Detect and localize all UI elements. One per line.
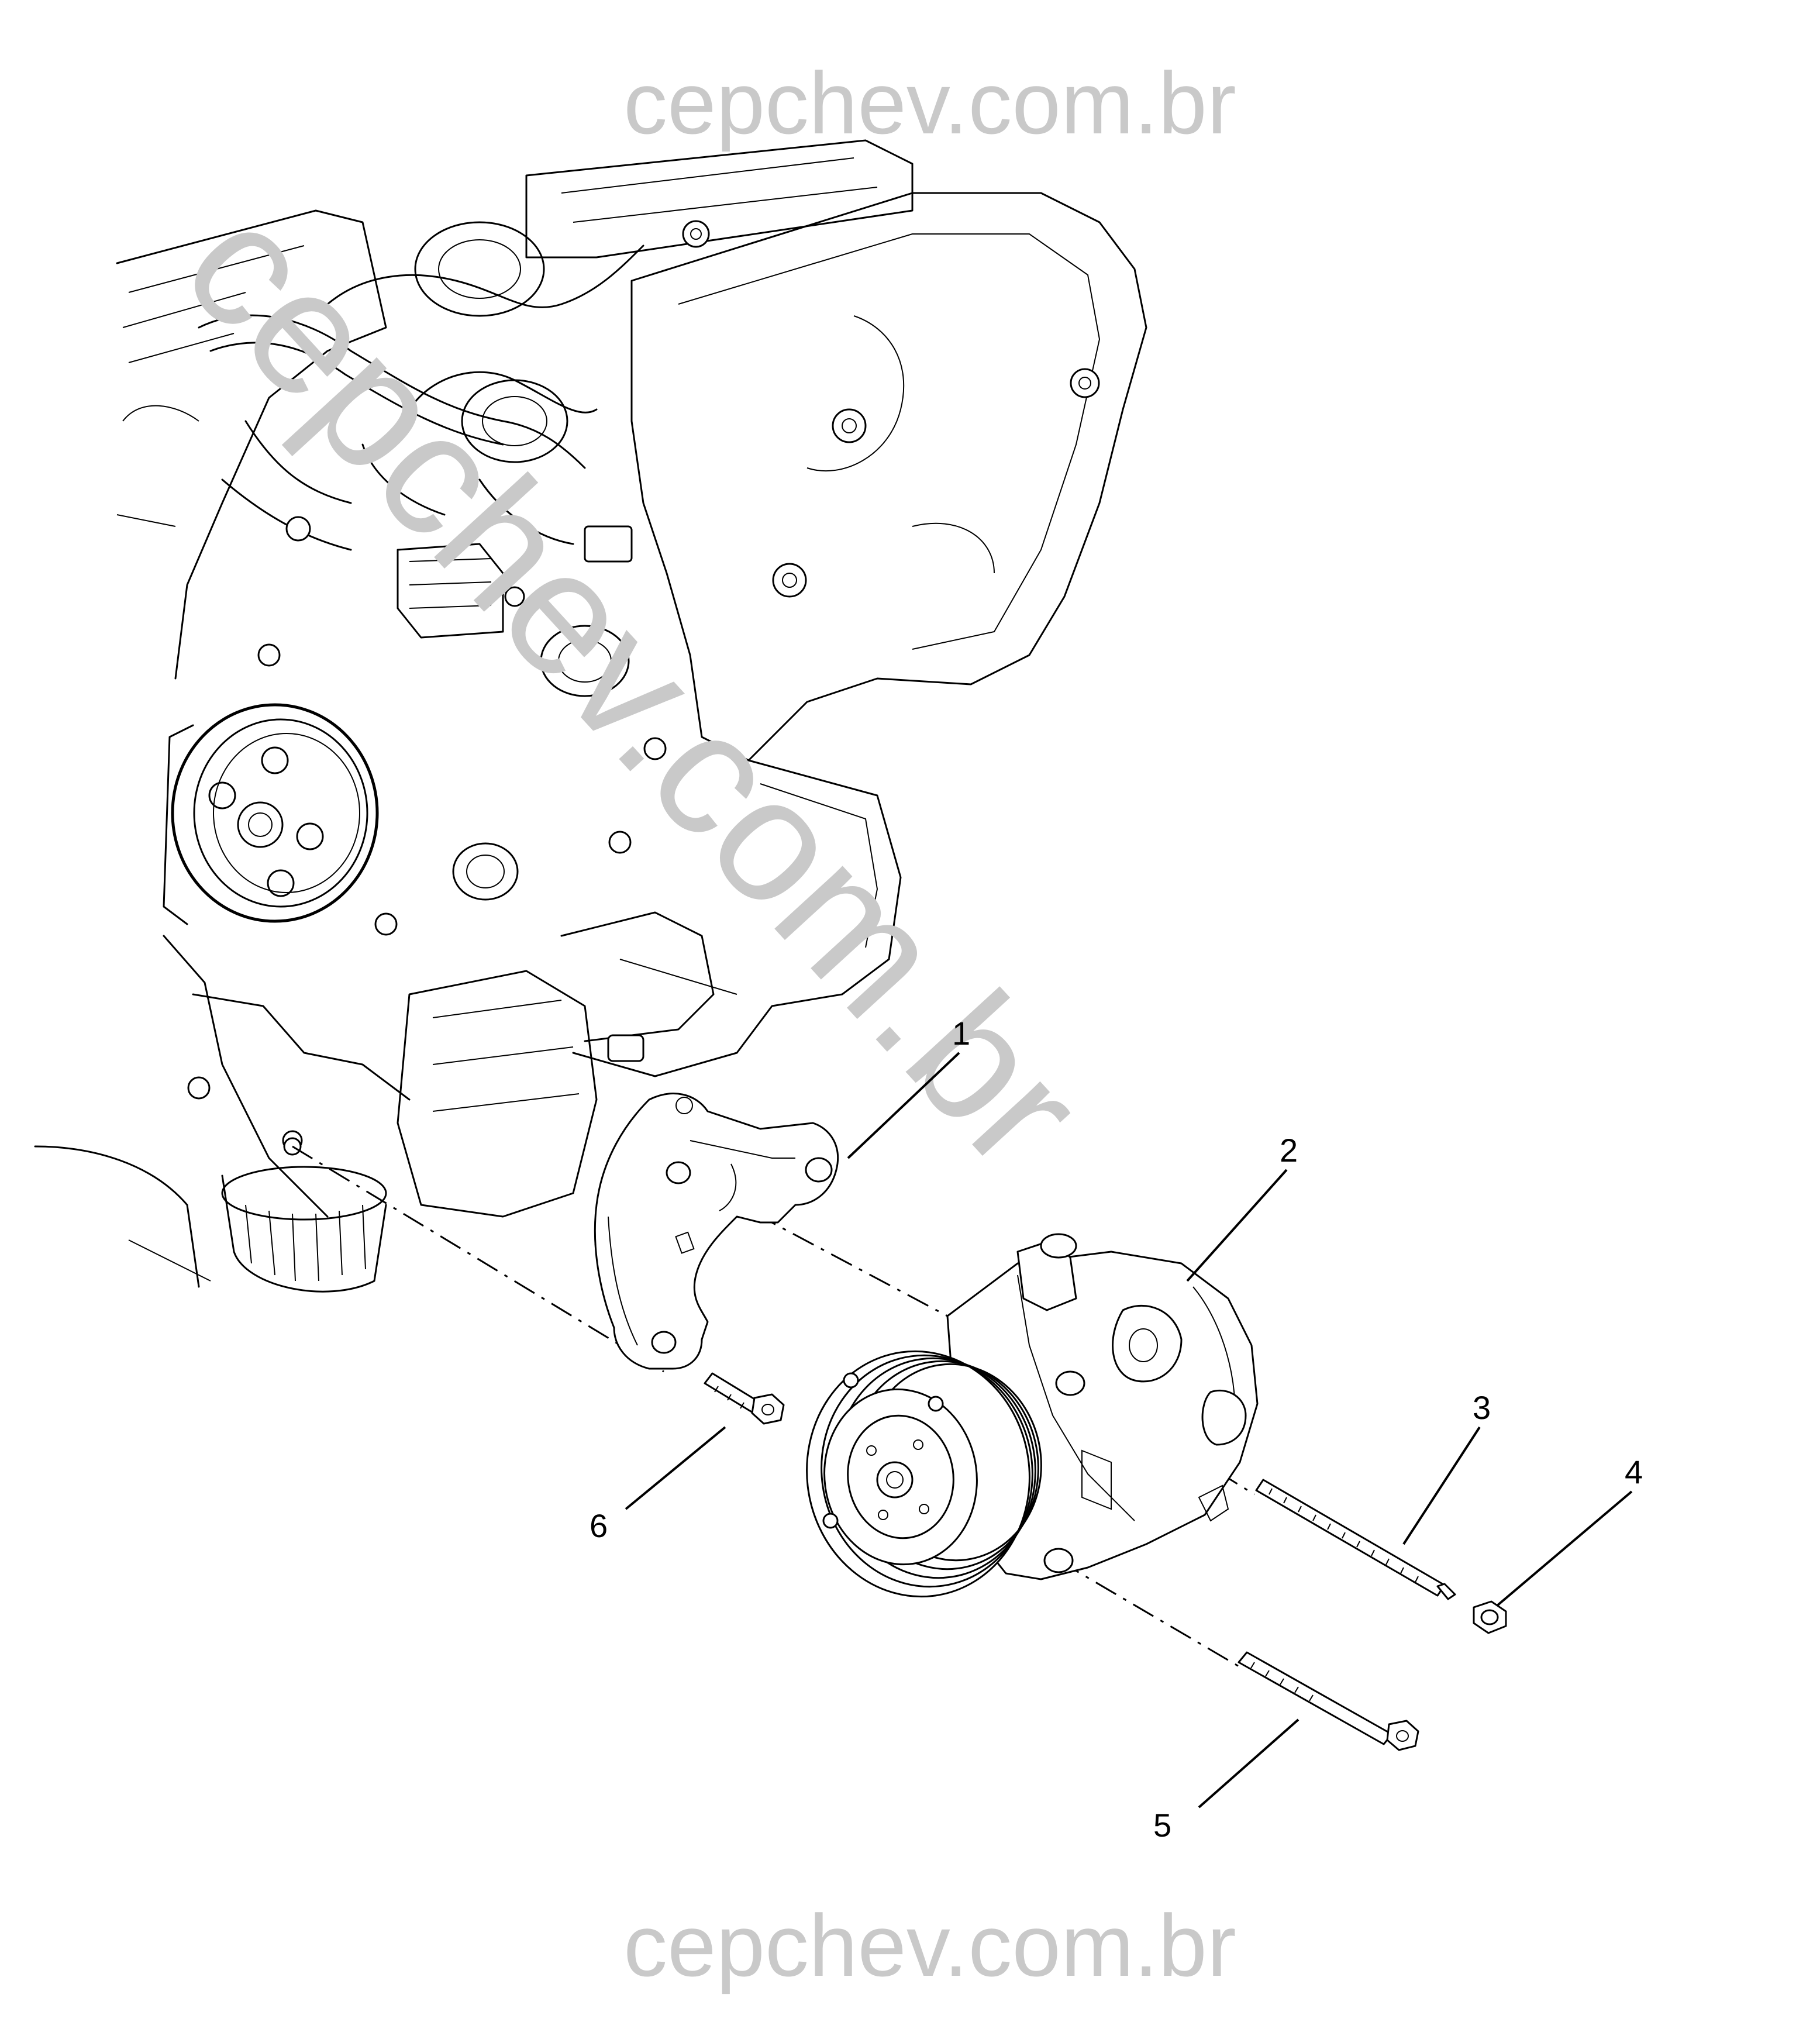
watermark-bottom: cepchev.com.br: [623, 1896, 1236, 1995]
nut: [1473, 1600, 1507, 1634]
callout-1: 1: [952, 1015, 970, 1052]
compressor-clutch-pulley: [806, 1350, 1042, 1598]
callout-4: 4: [1625, 1453, 1643, 1490]
oil-filter: [221, 1166, 387, 1293]
engine-assembly: [34, 139, 1147, 1293]
callout-labels: 1 2 3 4 5 6: [590, 1015, 1643, 1844]
watermark-top: cepchev.com.br: [623, 54, 1236, 152]
bracket-bolt: [704, 1372, 785, 1425]
compressor-bolt: [1238, 1651, 1419, 1751]
compressor-mounting-bracket: [594, 1093, 839, 1370]
callout-2: 2: [1280, 1132, 1298, 1169]
crankshaft-pulley: [163, 703, 379, 925]
callout-5: 5: [1153, 1807, 1171, 1844]
ac-compressor: [806, 1233, 1259, 1598]
callout-6: 6: [590, 1507, 608, 1544]
callout-leaders: [625, 1052, 1633, 1809]
callout-3: 3: [1473, 1389, 1491, 1426]
stud-bolt: [1255, 1479, 1456, 1600]
